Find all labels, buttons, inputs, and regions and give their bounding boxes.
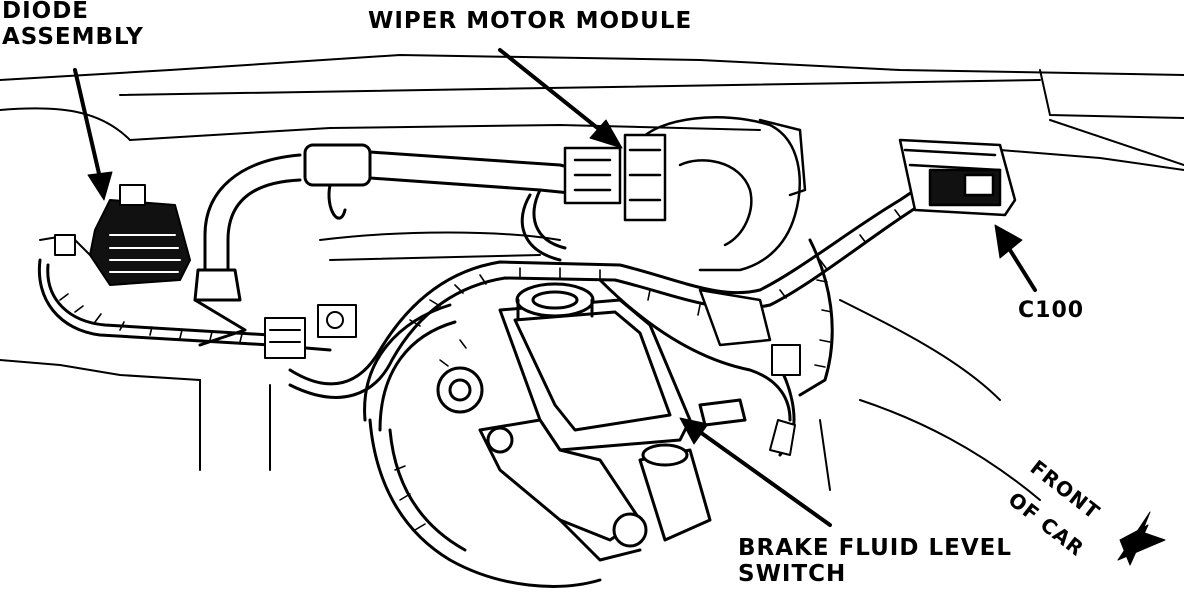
diode-arrow [73, 68, 102, 180]
brake-label-line2: SWITCH [738, 561, 847, 588]
firewall-outline [0, 54, 1184, 501]
master-cylinder-shape [478, 282, 747, 562]
wiper-motor-shape [563, 116, 807, 347]
diode-label-line2: ASSEMBLY [2, 24, 144, 51]
c100-arrow [1008, 248, 1037, 292]
wiper-motor-module-label: WIPER MOTOR MODULE [368, 8, 693, 34]
brake-label-line1: BRAKE FLUID LEVEL [738, 535, 1012, 561]
brake-booster-shape [363, 303, 602, 588]
harness-connectors [264, 304, 357, 359]
brake-fluid-level-switch-label: BRAKE FLUID LEVEL SWITCH [738, 535, 1012, 588]
coolant-pipe [193, 143, 602, 347]
c100-connector-shape [898, 138, 1017, 217]
c100-label: C100 [1018, 298, 1085, 323]
brake-arrow [698, 430, 832, 527]
diode-label-line1: DIODE [2, 0, 90, 24]
sensor-connector-shape [769, 344, 801, 456]
leader-arrows [73, 48, 1166, 566]
wiper-arrow [498, 48, 602, 132]
diode-assembly-shape [39, 184, 191, 286]
diode-assembly-label: DIODE ASSEMBLY [2, 0, 144, 51]
